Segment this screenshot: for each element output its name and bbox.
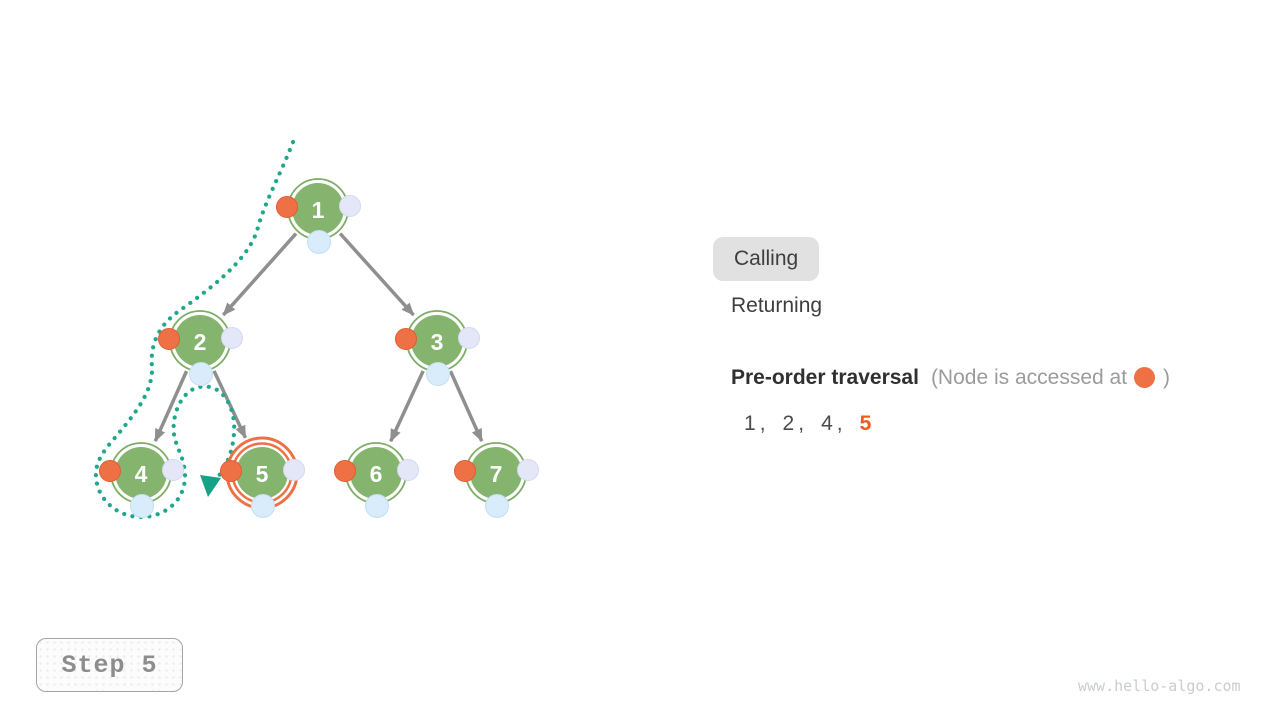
watermark: www.hello-algo.com [1078, 677, 1241, 695]
recursion-trace-path [93, 139, 296, 520]
step-counter: Step 5 [36, 638, 183, 692]
tree-node-1: 1 [276, 178, 361, 254]
traversal-note-suffix: ) [1163, 366, 1171, 389]
tree-node-label: 7 [490, 461, 503, 487]
preorder-dot-icon [334, 460, 356, 482]
tree-edge-1-2 [222, 232, 298, 317]
preorder-dot-icon [454, 460, 476, 482]
tree-edge-2-5 [212, 370, 248, 439]
tree-edge-1-3 [338, 232, 415, 317]
tree-node-2: 2 [158, 310, 243, 386]
inorder-dot-icon [458, 327, 480, 349]
tree-node-label: 1 [312, 197, 325, 223]
traversal-note-prefix: (Node is accessed at [930, 366, 1128, 389]
inorder-dot-icon [339, 195, 361, 217]
preorder-dot-icon [158, 328, 180, 350]
tree-node-4: 4 [99, 442, 184, 518]
sequence-value: 1, [744, 412, 766, 435]
tree-node-label: 6 [370, 461, 383, 487]
tree-edge-3-7 [448, 370, 484, 443]
tree-node-7: 7 [454, 442, 539, 518]
tree-node-label: 4 [135, 461, 148, 487]
inorder-dot-icon [397, 459, 419, 481]
access-marker-dot-icon [1134, 367, 1156, 388]
preorder-dot-icon [99, 460, 121, 482]
status-calling-badge: Calling [713, 237, 820, 281]
tree-edge-2-4 [153, 370, 189, 443]
tree-node-label: 3 [431, 329, 444, 355]
postorder-dot-icon [130, 494, 154, 518]
sequence-separator: , [798, 412, 805, 435]
inorder-dot-icon [517, 459, 539, 481]
tree-node-3: 3 [395, 310, 480, 386]
traversal-title: Pre-order traversal [731, 366, 919, 389]
traversal-sequence: 1, 2, 4, 5 [744, 412, 888, 436]
sequence-value: 2, [782, 412, 805, 435]
preorder-dot-icon [220, 460, 242, 482]
postorder-dot-icon [251, 494, 275, 518]
current-position-triangle-icon [200, 475, 221, 497]
tree-node-label: 5 [256, 461, 269, 487]
tree-node-label: 2 [194, 329, 207, 355]
tree-edges [153, 232, 484, 443]
tree-nodes: 1 2 3 4 5 6 7 [99, 178, 539, 518]
tree-node-6: 6 [334, 442, 419, 518]
sequence-value: 5 [859, 412, 872, 435]
preorder-dot-icon [395, 328, 417, 350]
traversal-header: Pre-order traversal (Node is accessed at) [731, 366, 1170, 390]
sequence-value: 4, [821, 412, 843, 435]
inorder-dot-icon [283, 459, 305, 481]
inorder-dot-icon [221, 327, 243, 349]
inorder-dot-icon [162, 459, 184, 481]
tree-edge-3-6 [389, 370, 425, 443]
sequence-separator: , [759, 412, 766, 435]
postorder-dot-icon [365, 494, 389, 518]
tree-node-5: 5 [220, 436, 305, 518]
postorder-dot-icon [189, 362, 213, 386]
preorder-dot-icon [276, 196, 298, 218]
postorder-dot-icon [426, 362, 450, 386]
sequence-separator: , [836, 412, 843, 435]
postorder-dot-icon [485, 494, 509, 518]
traversal-note: (Node is accessed at) [931, 366, 1170, 389]
postorder-dot-icon [307, 230, 331, 254]
status-returning-label: Returning [731, 294, 823, 317]
